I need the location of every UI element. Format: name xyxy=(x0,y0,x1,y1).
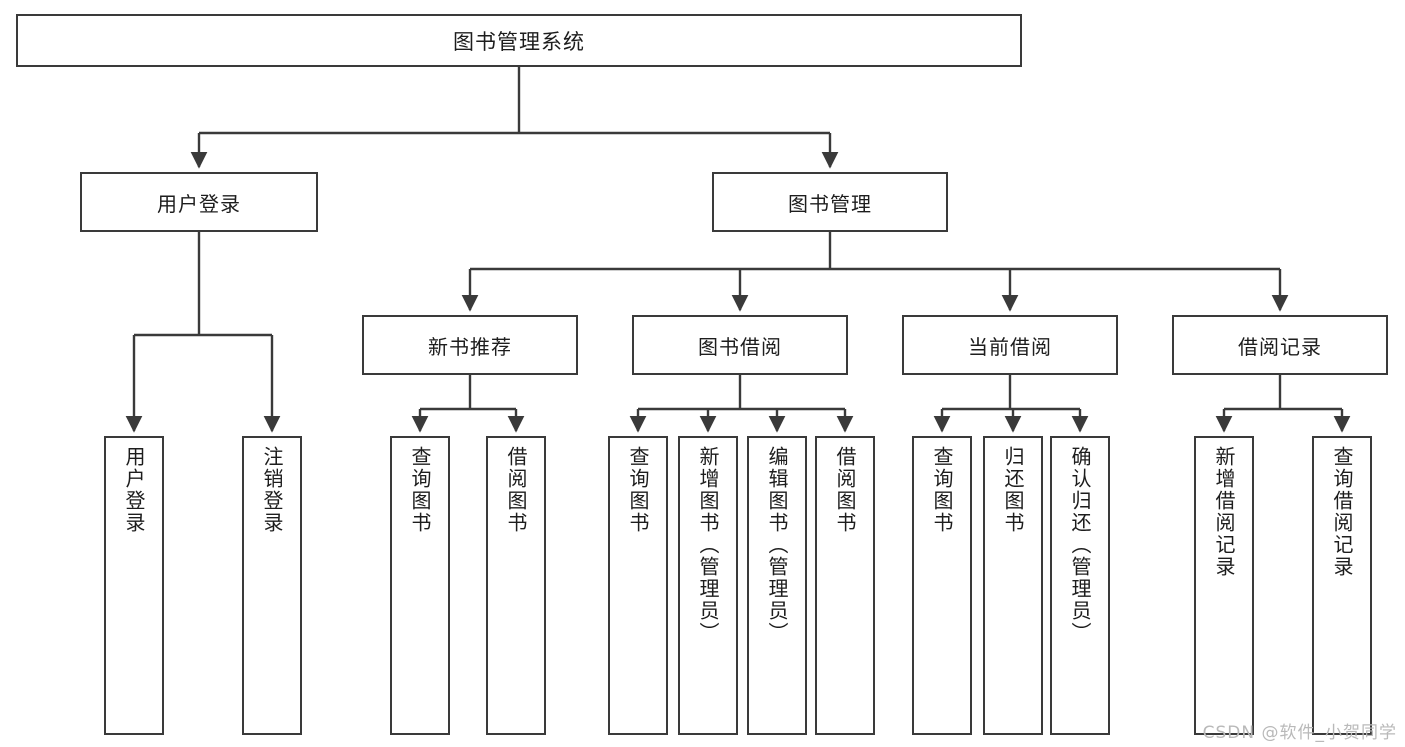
node-leaf-add-record-label: 新增借阅记录 xyxy=(1212,446,1236,578)
node-leaf-add-book-label: 新增图书（管理员） xyxy=(696,446,720,644)
node-leaf-query-book-3[interactable]: 查询图书 xyxy=(912,436,972,735)
node-new-book-recommend-label: 新书推荐 xyxy=(428,334,512,359)
node-leaf-edit-book-label: 编辑图书（管理员） xyxy=(765,446,789,644)
csdn-watermark: CSDN @软件_小贺同学 xyxy=(1202,723,1397,743)
node-leaf-edit-book[interactable]: 编辑图书（管理员） xyxy=(747,436,807,735)
node-leaf-confirm-return-label: 确认归还（管理员） xyxy=(1068,446,1092,644)
node-book-borrow[interactable]: 图书借阅 xyxy=(632,315,848,375)
node-leaf-add-record[interactable]: 新增借阅记录 xyxy=(1194,436,1254,735)
node-current-borrow[interactable]: 当前借阅 xyxy=(902,315,1118,375)
node-user-login-label: 用户登录 xyxy=(157,191,241,216)
node-user-login[interactable]: 用户登录 xyxy=(80,172,318,232)
node-leaf-query-book-3-label: 查询图书 xyxy=(930,446,954,534)
node-borrow-record-label: 借阅记录 xyxy=(1238,334,1322,359)
node-leaf-query-book-1[interactable]: 查询图书 xyxy=(390,436,450,735)
node-leaf-confirm-return[interactable]: 确认归还（管理员） xyxy=(1050,436,1110,735)
node-leaf-logout-login-label: 注销登录 xyxy=(260,446,284,534)
node-leaf-logout-login[interactable]: 注销登录 xyxy=(242,436,302,735)
node-book-management[interactable]: 图书管理 xyxy=(712,172,948,232)
node-leaf-query-book-2[interactable]: 查询图书 xyxy=(608,436,668,735)
node-leaf-add-book[interactable]: 新增图书（管理员） xyxy=(678,436,738,735)
node-leaf-return-book[interactable]: 归还图书 xyxy=(983,436,1043,735)
node-leaf-borrow-book-2-label: 借阅图书 xyxy=(833,446,857,534)
node-leaf-query-record-label: 查询借阅记录 xyxy=(1330,446,1354,578)
node-root[interactable]: 图书管理系统 xyxy=(16,14,1022,67)
node-borrow-record[interactable]: 借阅记录 xyxy=(1172,315,1388,375)
node-leaf-borrow-book-1[interactable]: 借阅图书 xyxy=(486,436,546,735)
node-leaf-borrow-book-2[interactable]: 借阅图书 xyxy=(815,436,875,735)
node-current-borrow-label: 当前借阅 xyxy=(968,334,1052,359)
node-leaf-user-login[interactable]: 用户登录 xyxy=(104,436,164,735)
node-leaf-user-login-label: 用户登录 xyxy=(122,446,146,534)
node-leaf-query-record[interactable]: 查询借阅记录 xyxy=(1312,436,1372,735)
node-new-book-recommend[interactable]: 新书推荐 xyxy=(362,315,578,375)
node-leaf-return-book-label: 归还图书 xyxy=(1001,446,1025,534)
node-leaf-query-book-2-label: 查询图书 xyxy=(626,446,650,534)
node-book-management-label: 图书管理 xyxy=(788,191,872,216)
node-leaf-borrow-book-1-label: 借阅图书 xyxy=(504,446,528,534)
node-book-borrow-label: 图书借阅 xyxy=(698,334,782,359)
node-root-label: 图书管理系统 xyxy=(453,29,585,54)
node-leaf-query-book-1-label: 查询图书 xyxy=(408,446,432,534)
